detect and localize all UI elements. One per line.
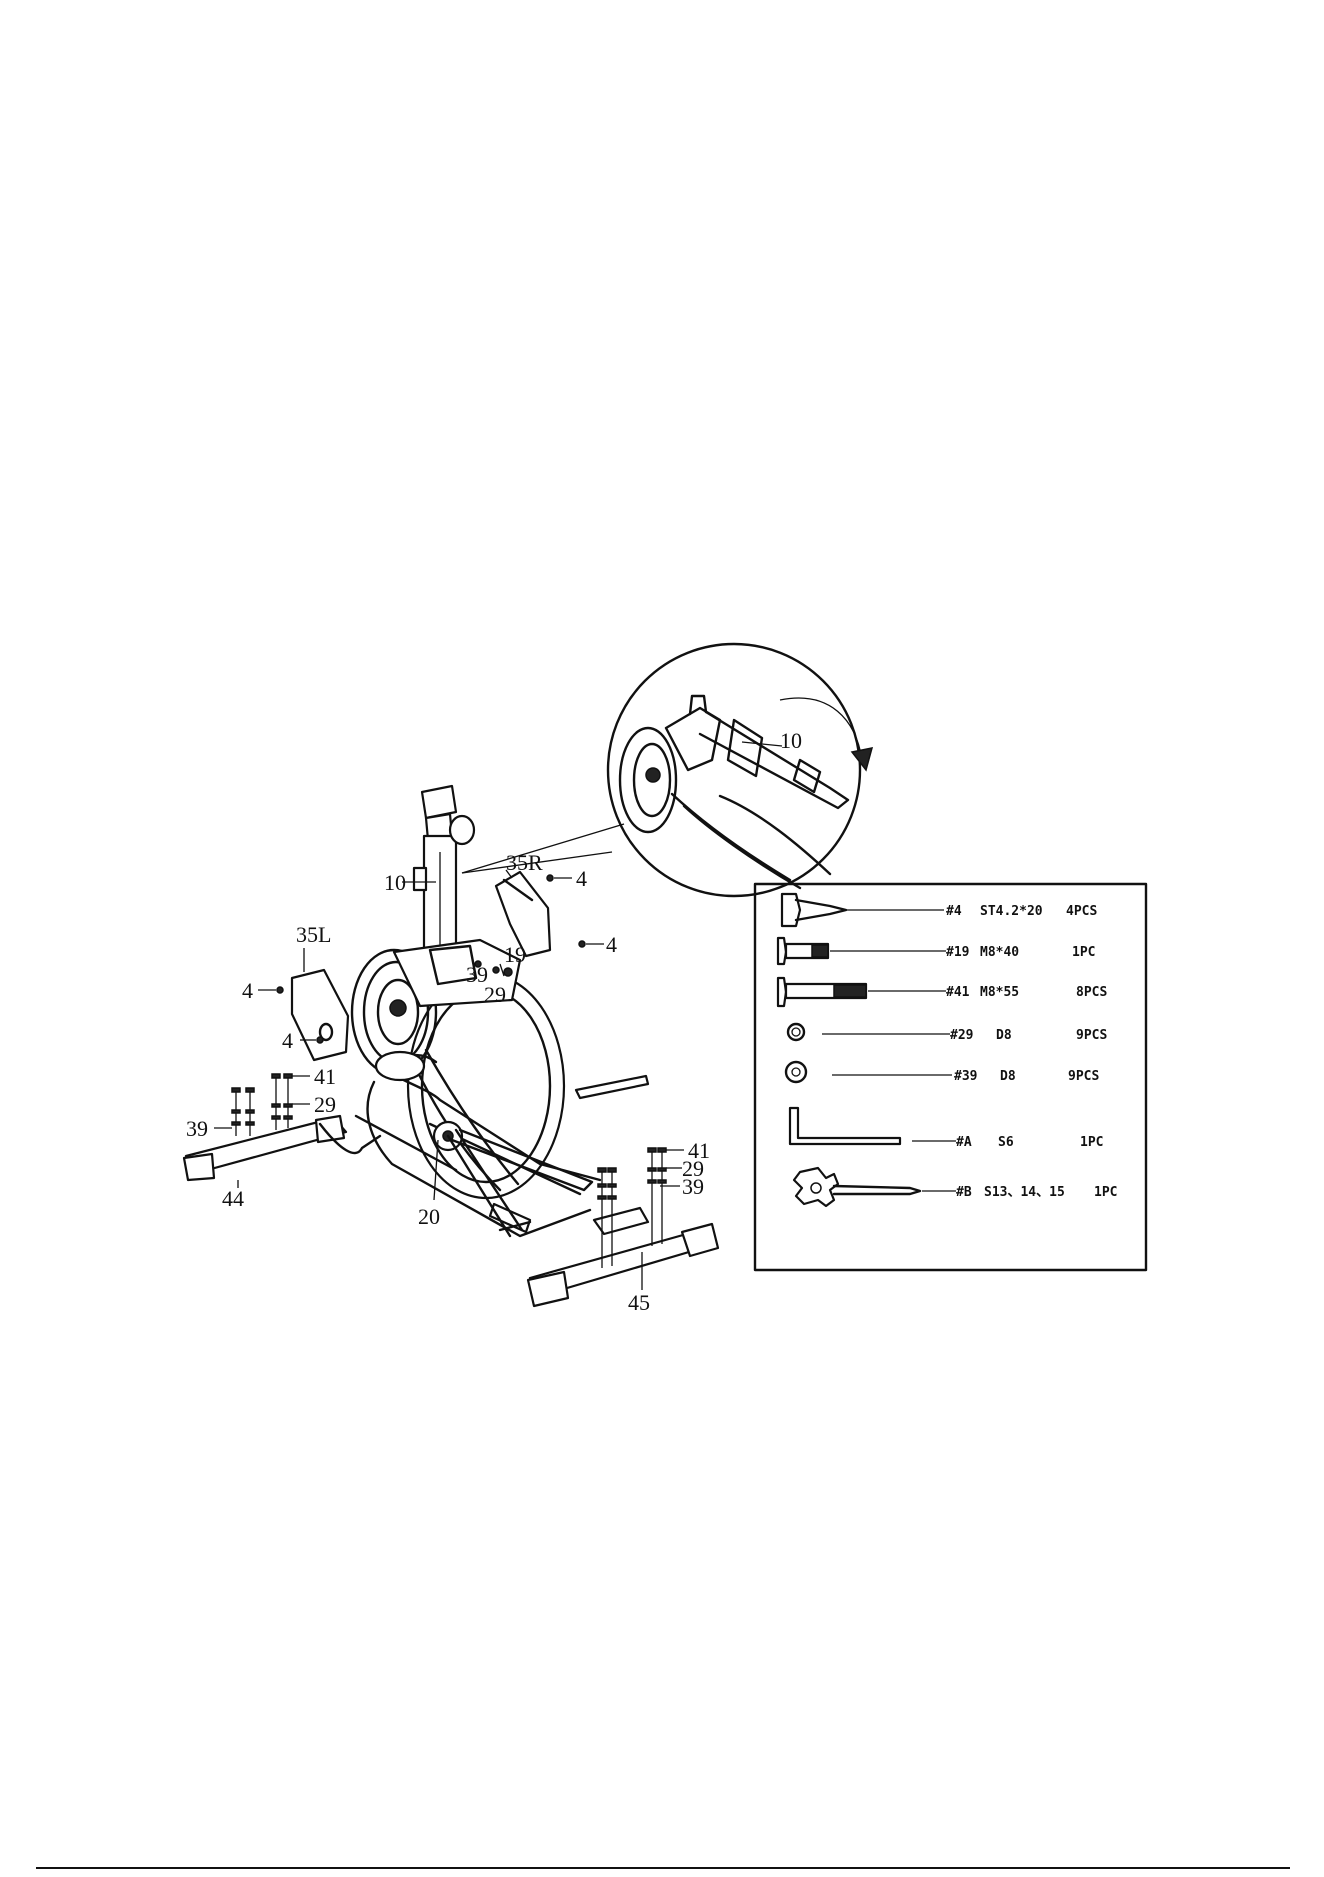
callout-41-left: 41 <box>314 1064 336 1089</box>
bolt-icon <box>778 978 866 1006</box>
multi-wrench-icon <box>794 1168 920 1206</box>
hardware-qty: 1PC <box>1072 945 1095 960</box>
callout-19: 19 <box>504 942 526 967</box>
hardware-code: #41 <box>946 985 970 1000</box>
hardware-code: #4 <box>946 904 962 919</box>
hardware-spec: D8 <box>1000 1069 1016 1084</box>
hardware-row: #29 D8 9PCS <box>788 1024 1107 1043</box>
elliptical-machine: 10 20 <box>184 786 718 1315</box>
zoom-callout-10: 10 <box>780 728 802 753</box>
hardware-panel: #4 ST4.2*20 4PCS #19 M8*40 1PC #41 <box>755 884 1146 1270</box>
callout-35L: 35L <box>296 922 331 947</box>
hardware-qty: 9PCS <box>1068 1069 1099 1084</box>
callout-45: 45 <box>628 1290 650 1315</box>
callout-29-top: 29 <box>484 982 506 1007</box>
zoom-flywheel <box>620 728 676 832</box>
callout-39-right: 39 <box>682 1174 704 1199</box>
front-stabilizer-44 <box>184 1116 380 1180</box>
hardware-row: #B S13、14、15 1PC <box>794 1168 1117 1206</box>
hardware-code: #29 <box>950 1028 973 1043</box>
callout-44: 44 <box>222 1186 244 1211</box>
hardware-qty: 4PCS <box>1066 904 1097 919</box>
callout-29-left: 29 <box>314 1092 336 1117</box>
callout-4-a: 4 <box>576 866 587 891</box>
callout-20: 20 <box>418 1204 440 1229</box>
callout-35R: 35R <box>506 850 543 875</box>
screw-icon <box>782 894 846 926</box>
hardware-spec: ST4.2*20 <box>980 904 1043 919</box>
callout-4-c: 4 <box>242 978 253 1003</box>
hardware-code: #19 <box>946 945 969 960</box>
allen-key-icon <box>790 1108 900 1144</box>
hardware-spec: S6 <box>998 1135 1014 1150</box>
hardware-row: #39 D8 9PCS <box>786 1062 1099 1084</box>
hardware-spec: M8*55 <box>980 985 1019 1000</box>
hardware-row: #41 M8*55 8PCS <box>778 978 1107 1006</box>
side-cover-35L <box>292 970 348 1060</box>
hardware-qty: 1PC <box>1080 1135 1103 1150</box>
hardware-spec: M8*40 <box>980 945 1019 960</box>
callout-4-b: 4 <box>606 932 617 957</box>
hardware-qty: 1PC <box>1094 1185 1117 1200</box>
hardware-qty: 8PCS <box>1076 985 1107 1000</box>
flat-washer-icon <box>786 1062 806 1082</box>
hardware-code: #39 <box>954 1069 977 1084</box>
left-bolts <box>232 1074 292 1136</box>
spring-washer-icon <box>788 1024 804 1040</box>
hardware-qty: 9PCS <box>1076 1028 1107 1043</box>
hardware-spec: S13、14、15 <box>984 1185 1065 1200</box>
hardware-row: #A S6 1PC <box>790 1108 1103 1150</box>
hardware-code: #B <box>956 1185 972 1200</box>
callout-4-d: 4 <box>282 1028 293 1053</box>
hardware-spec: D8 <box>996 1028 1012 1043</box>
bolt-icon <box>778 938 828 964</box>
hardware-row: #19 M8*40 1PC <box>778 938 1095 964</box>
hardware-code: #A <box>956 1135 972 1150</box>
callout-10: 10 <box>384 870 406 895</box>
callout-39-left: 39 <box>186 1116 208 1141</box>
hardware-row: #4 ST4.2*20 4PCS <box>782 894 1097 926</box>
